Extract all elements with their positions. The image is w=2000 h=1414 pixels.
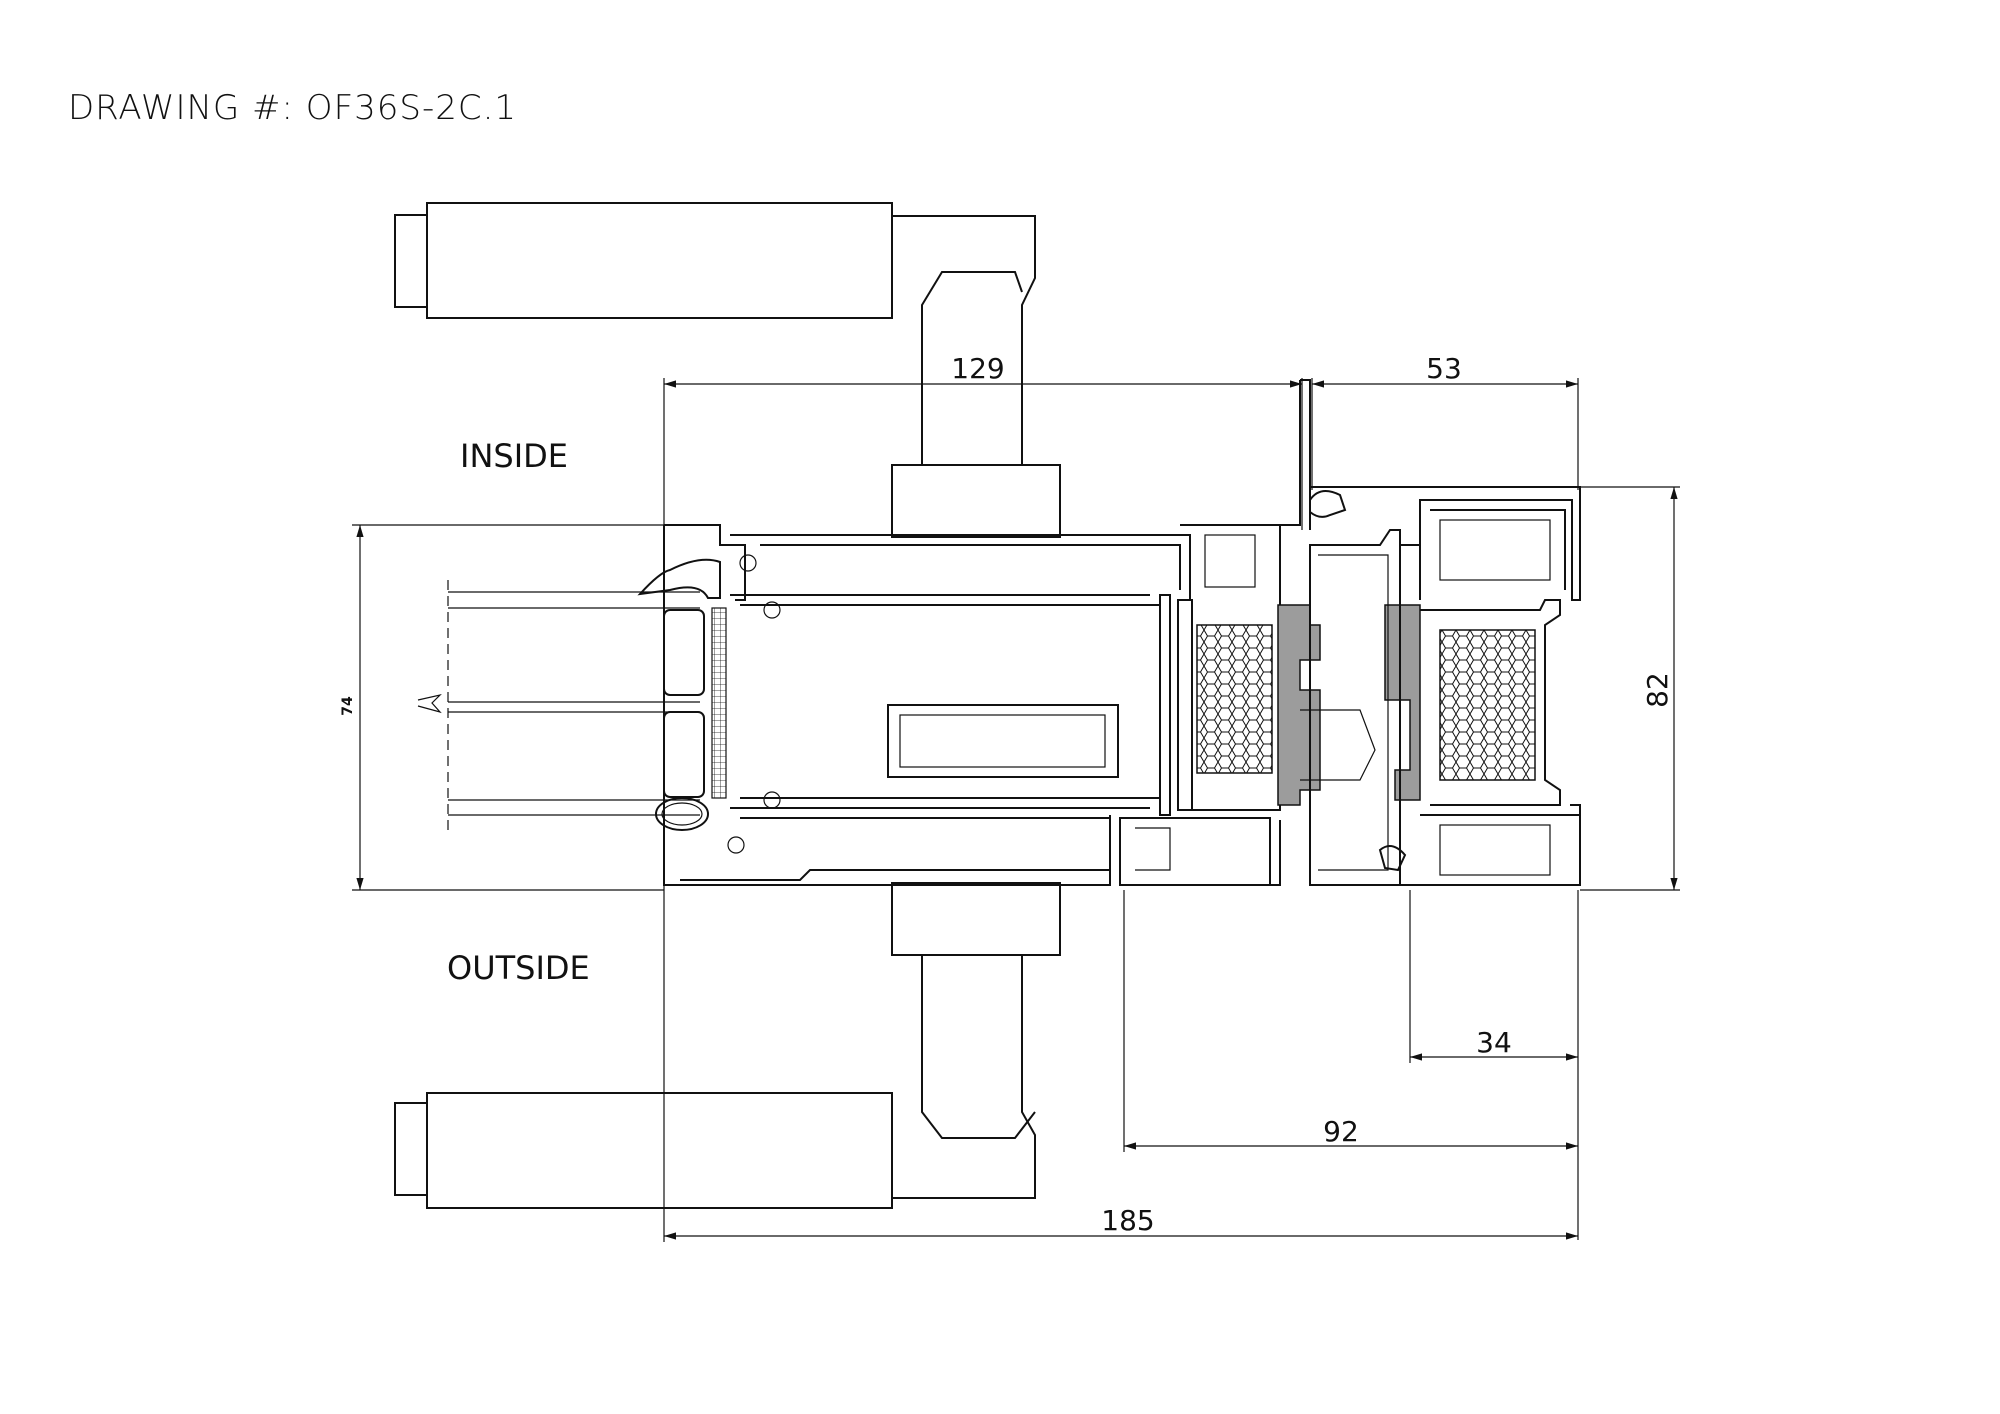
sash-profile <box>637 524 1191 886</box>
dimension-lines <box>352 378 1680 1242</box>
dim-74: 74 <box>340 696 356 716</box>
mullion <box>1280 379 1407 886</box>
label-inside: INSIDE <box>460 437 568 475</box>
handle-bottom <box>394 882 1061 1209</box>
dim-185: 185 <box>1101 1204 1154 1237</box>
handle-top <box>394 202 1061 538</box>
glazing-unit <box>417 580 727 831</box>
dim-82: 82 <box>1641 672 1674 708</box>
dim-129: 129 <box>951 352 1004 385</box>
drawing-title: DRAWING #: OF36S-2C.1 <box>68 88 518 128</box>
frame-profile <box>1310 486 1581 886</box>
thermal-break-left <box>1119 524 1421 886</box>
label-outside: OUTSIDE <box>447 949 590 987</box>
dim-92: 92 <box>1323 1115 1359 1148</box>
dim-53: 53 <box>1426 352 1462 385</box>
dim-34: 34 <box>1476 1026 1512 1059</box>
